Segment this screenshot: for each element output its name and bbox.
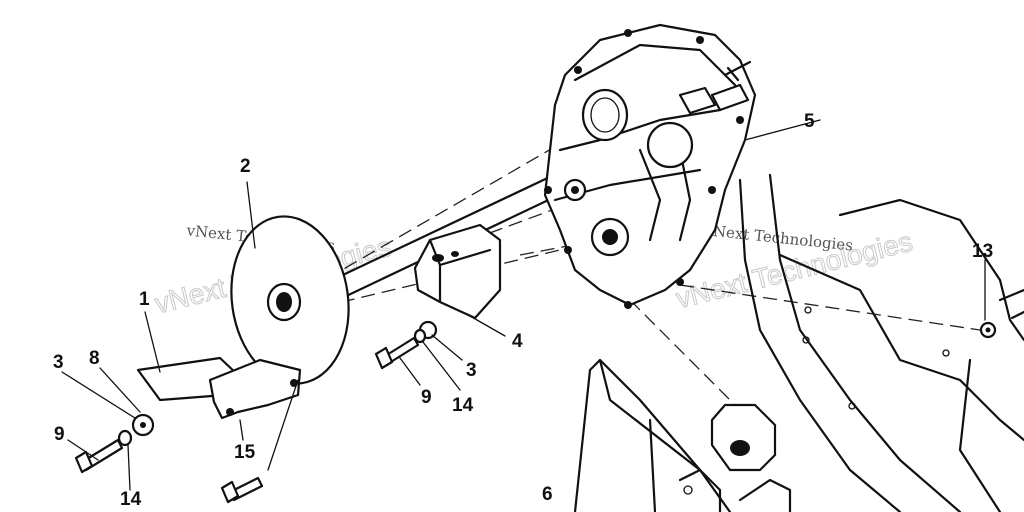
callout-4: 4 [512, 331, 523, 352]
fasteners [74, 310, 1024, 504]
callout-14-right: 14 [452, 395, 474, 416]
callout-8: 8 [89, 348, 100, 369]
callout-3-left: 3 [53, 352, 64, 373]
callout-3-right: 3 [466, 360, 477, 381]
mounting-bracket [413, 223, 502, 320]
shield-plate [136, 356, 302, 420]
callout-1: 1 [139, 289, 150, 310]
leader-lines [61, 119, 986, 491]
frame-part-6 [573, 173, 1024, 512]
callout-13: 13 [972, 241, 993, 262]
callout-15: 15 [234, 442, 256, 463]
gearbox-housing [543, 23, 757, 309]
callout-9-left: 9 [54, 424, 65, 445]
callout-9-right: 9 [421, 387, 432, 408]
pulley-disc [230, 215, 350, 385]
callout-6: 6 [542, 484, 553, 505]
callouts: 1 2 3 8 9 14 15 4 3 9 14 5 13 6 [53, 111, 993, 510]
lockwasher-14 [117, 429, 133, 447]
callout-5: 5 [804, 111, 815, 132]
callout-14-left: 14 [120, 489, 142, 510]
lockwasher-14-right [413, 328, 427, 344]
callout-2: 2 [240, 156, 251, 177]
